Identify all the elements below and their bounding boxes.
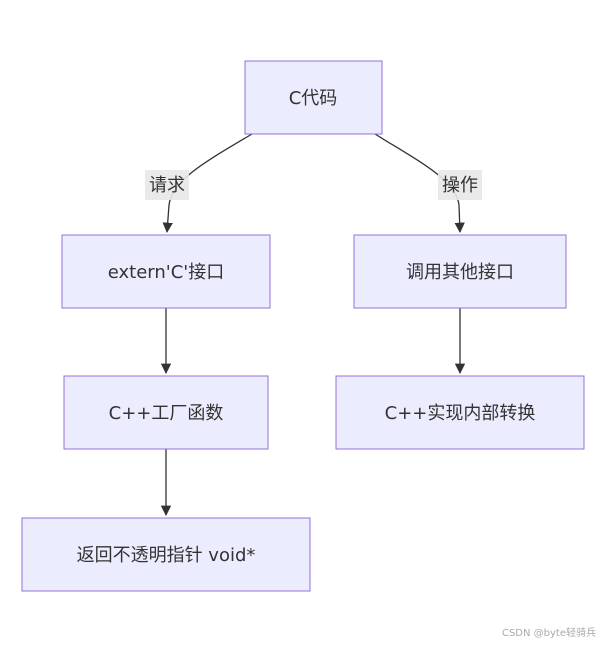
watermark: CSDN @byte轻骑兵 [501,628,596,639]
node-return-opaque-label: 返回不透明指针 void* [77,545,256,566]
node-call-other: 调用其他接口 [353,234,567,309]
node-internal-convert: C++实现内部转换 [335,375,585,450]
edge-label-operate-text: 操作 [442,175,478,196]
edge-label-request-text: 请求 [149,175,185,196]
edge-label-operate: 操作 [438,170,482,200]
node-c-code: C代码 [244,60,383,135]
node-factory-label: C++工厂函数 [109,403,224,424]
node-extern-c: extern'C'接口 [61,234,271,309]
node-factory: C++工厂函数 [63,375,269,450]
edge-c-code-to-extern-c [162,133,253,234]
edge-label-request: 请求 [145,170,189,200]
node-call-other-label: 调用其他接口 [406,262,514,283]
node-extern-c-label: extern'C'接口 [108,262,225,283]
node-c-code-label: C代码 [289,88,338,109]
edge-c-code-to-call-other [374,133,465,234]
node-internal-convert-label: C++实现内部转换 [385,403,536,424]
node-return-opaque: 返回不透明指针 void* [21,517,311,592]
